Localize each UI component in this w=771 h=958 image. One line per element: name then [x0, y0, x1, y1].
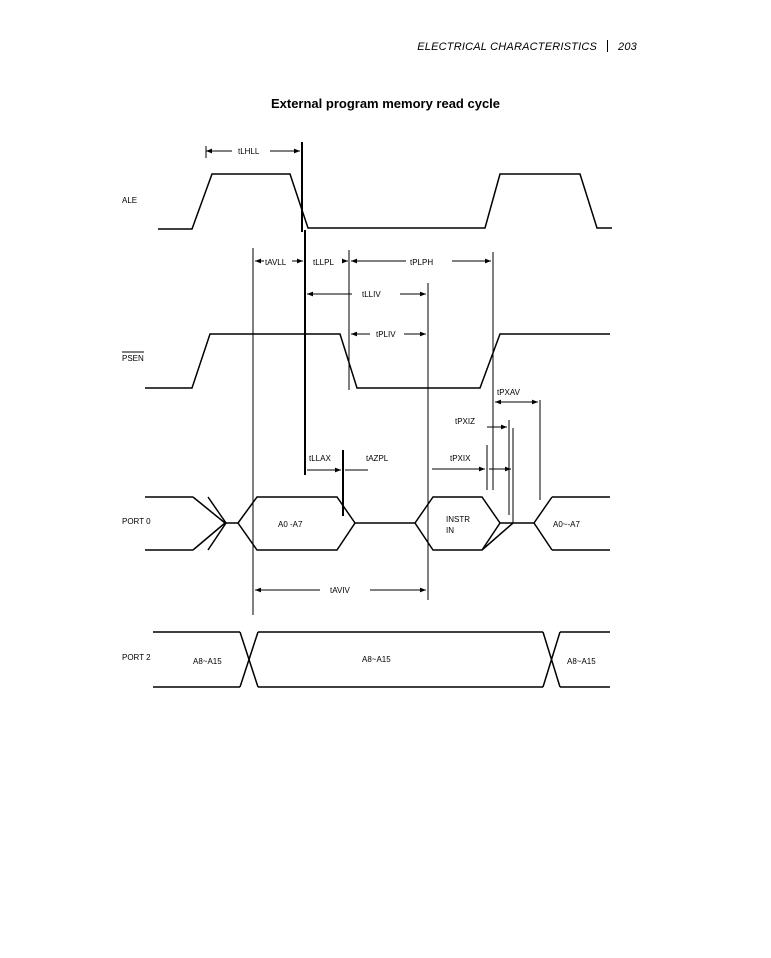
- tlliv-label: tLLIV: [362, 290, 381, 299]
- tpxiz-label: tPXIZ: [455, 417, 475, 426]
- port0-instr-label-line1: INSTR: [446, 515, 470, 524]
- port0-label: PORT 0: [122, 517, 151, 526]
- port2-addr-high-label-mid: A8~A15: [362, 655, 391, 664]
- port2-addr-high-label-right: A8~A15: [567, 657, 596, 666]
- port0-addr-low-label: A0 -A7: [278, 520, 303, 529]
- reference-lines: [252, 142, 541, 615]
- page-number: 203: [618, 41, 637, 53]
- timing-arrows: [205, 146, 538, 593]
- tazpl-label: tAZPL: [366, 454, 389, 463]
- tpxav-label: tPXAV: [497, 388, 521, 397]
- tpxix-label: tPXIX: [450, 454, 471, 463]
- ale-label: ALE: [122, 196, 137, 205]
- tplph-label: tPLPH: [410, 258, 433, 267]
- tpliv-label: tPLIV: [376, 330, 396, 339]
- port2-label: PORT 2: [122, 653, 151, 662]
- tlhll-label: tLHLL: [238, 147, 260, 156]
- psen-waveform: [145, 333, 610, 389]
- tavll-label: tAVLL: [265, 258, 287, 267]
- diagram-title: External program memory read cycle: [270, 96, 501, 111]
- tllax-label: tLLAX: [309, 454, 331, 463]
- psen-label: PSEN: [122, 354, 144, 363]
- port0-bus: [145, 496, 610, 551]
- port0-addr-low-label-2: A0~-A7: [553, 520, 580, 529]
- section-title: ELECTRICAL CHARACTERISTICS: [417, 41, 598, 53]
- taviv-label: tAVIV: [330, 586, 351, 595]
- port2-addr-high-label-left: A8~A15: [193, 657, 222, 666]
- port2-bus: [153, 631, 610, 688]
- header-divider: [607, 40, 609, 52]
- tllpl-label: tLLPL: [313, 258, 334, 267]
- ale-waveform: [158, 173, 612, 230]
- page-header: ELECTRICAL CHARACTERISTICS 203: [417, 40, 637, 53]
- port0-instr-label-line2: IN: [446, 526, 454, 535]
